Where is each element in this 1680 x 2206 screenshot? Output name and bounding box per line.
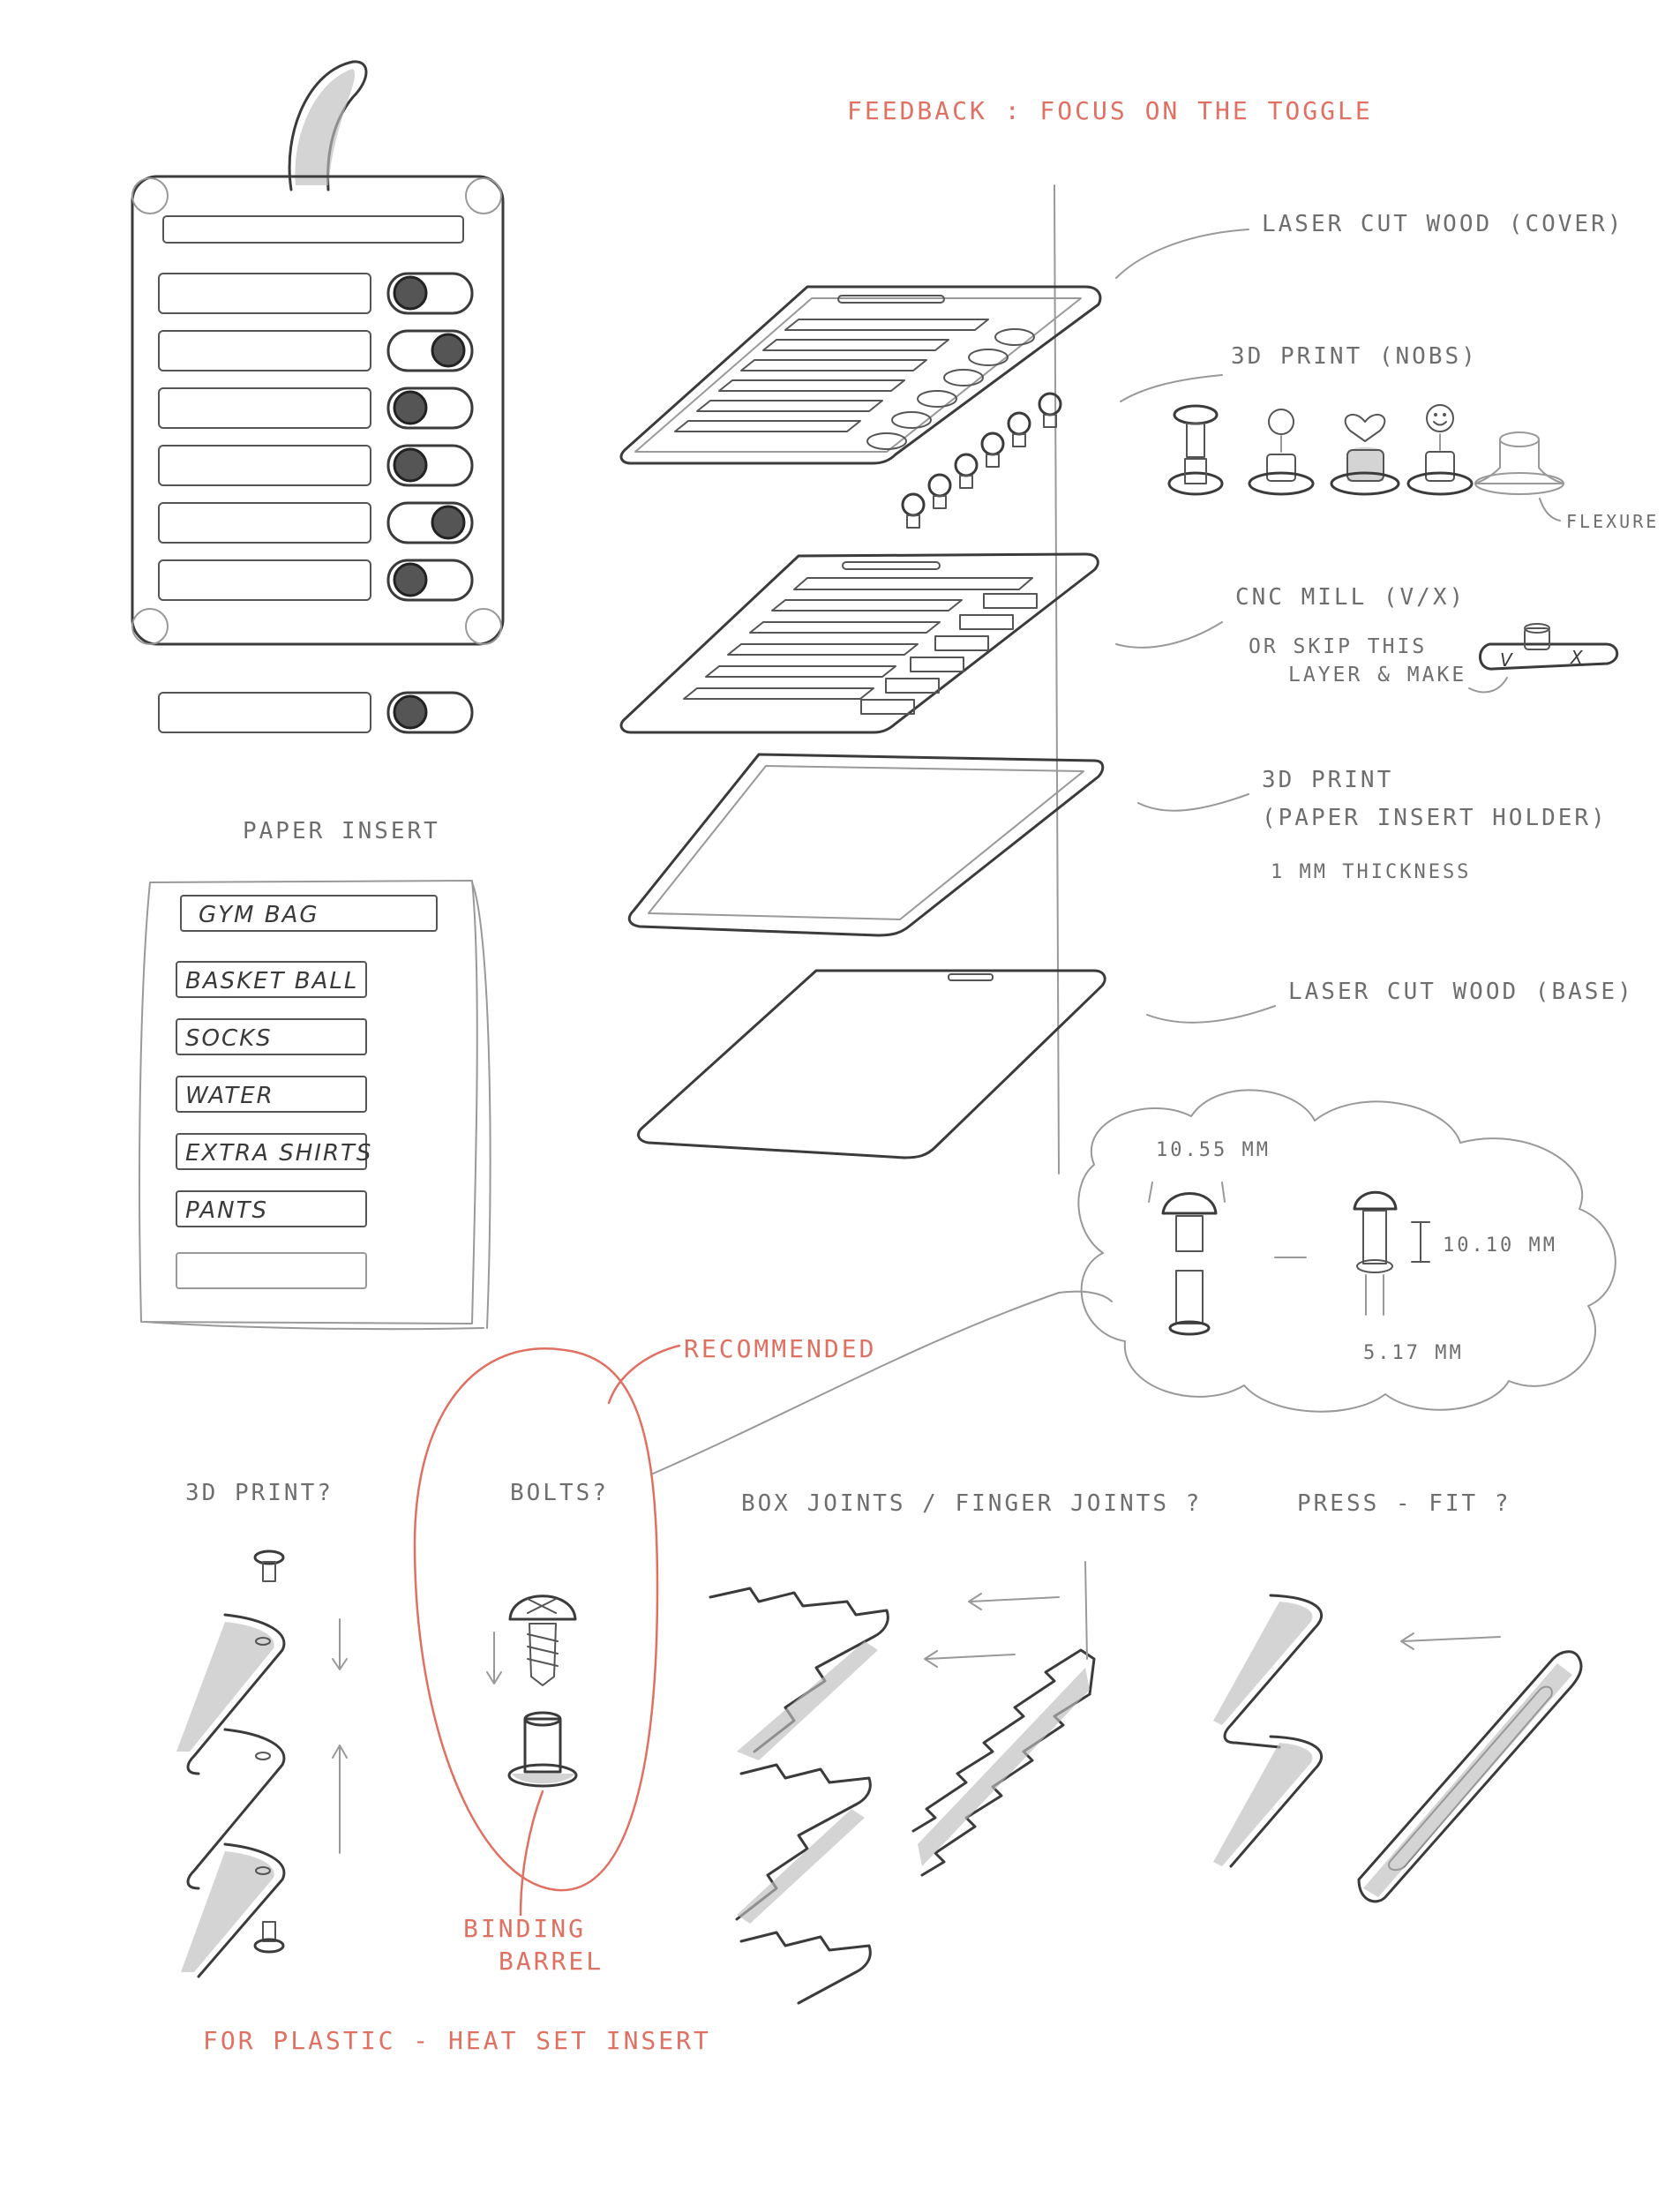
label-cnc-alt-1: OR SKIP THIS bbox=[1249, 635, 1427, 658]
label-cover: LASER CUT WOOD (COVER) bbox=[1262, 211, 1624, 237]
toggle-knob bbox=[393, 562, 428, 597]
label-option-3d: 3D PRINT? bbox=[185, 1480, 334, 1506]
paper-insert-title: PAPER INSERT bbox=[243, 818, 440, 844]
label-option-bolts: BOLTS? bbox=[510, 1480, 609, 1506]
label-flexure: FLEXURE bbox=[1566, 511, 1659, 532]
binding-barrel-leader bbox=[519, 1790, 544, 1917]
headline: FEEDBACK : FOCUS ON THE TOGGLE bbox=[847, 96, 1373, 125]
device-row bbox=[158, 386, 474, 430]
device-title-slot bbox=[162, 215, 464, 244]
option-3d-print-sketch bbox=[176, 1549, 348, 1978]
label-knobs: 3D PRINT (NOBS) bbox=[1231, 343, 1478, 370]
device-row bbox=[158, 272, 474, 315]
dim-height: 10.10 MM bbox=[1443, 1234, 1557, 1257]
option-box-joint-sketch bbox=[709, 1561, 1096, 2005]
toggle-knob bbox=[393, 275, 428, 311]
assembly-axis bbox=[1054, 184, 1060, 1174]
label-base: LASER CUT WOOD (BASE) bbox=[1288, 979, 1634, 1005]
insert-item: PANTS bbox=[185, 1197, 268, 1224]
layer-base bbox=[637, 969, 1106, 1159]
knob-variant-smiley bbox=[1406, 404, 1474, 496]
toggle-knob bbox=[431, 333, 466, 368]
leader-cover bbox=[1115, 229, 1249, 279]
knob-variants: FLEXURE bbox=[1167, 404, 1659, 532]
device-row bbox=[158, 329, 474, 372]
layer-holder bbox=[627, 753, 1105, 937]
leader-knobs bbox=[1120, 374, 1223, 402]
device-front-view bbox=[131, 60, 505, 734]
smiley-icon bbox=[1426, 404, 1454, 432]
paper-insert-sheet: GYM BAG BASKET BALL SOCKS WATER EXTRA SH… bbox=[139, 880, 491, 1331]
knob-variant-heart bbox=[1330, 413, 1400, 496]
label-holder-thickness: 1 MM THICKNESS bbox=[1271, 861, 1471, 883]
option-press-fit-sketch bbox=[1213, 1594, 1583, 1903]
dimension-bubble: 10.55 MM 10.10 MM 5.17 MM bbox=[1058, 1089, 1616, 1413]
device-row bbox=[158, 559, 474, 602]
leader-base bbox=[1146, 1005, 1276, 1024]
dim-bottom: 5.17 MM bbox=[1363, 1342, 1464, 1364]
knob-row bbox=[901, 392, 1062, 529]
label-recommended: RECOMMENDED bbox=[684, 1334, 876, 1363]
label-holder-1: 3D PRINT bbox=[1262, 767, 1393, 793]
recommended-circle bbox=[413, 1347, 659, 1892]
footer-note: FOR PLASTIC - HEAT SET INSERT bbox=[203, 2026, 711, 2055]
bubble-leader bbox=[652, 1292, 1060, 1474]
label-binding-1: BINDING bbox=[463, 1914, 586, 1943]
label-option-press: PRESS - FIT ? bbox=[1297, 1490, 1511, 1517]
label-cnc: CNC MILL (V/X) bbox=[1235, 584, 1466, 611]
knob-variant-standard bbox=[1167, 404, 1224, 496]
insert-item: EXTRA SHIRTS bbox=[185, 1140, 372, 1167]
knob-variant-flexure bbox=[1474, 431, 1564, 495]
toggle-knob bbox=[393, 390, 428, 425]
loose-row bbox=[158, 691, 474, 734]
toggle-knob bbox=[393, 447, 428, 483]
toggle-knob bbox=[431, 505, 466, 540]
device-row bbox=[158, 501, 474, 544]
insert-item: SOCKS bbox=[185, 1025, 273, 1052]
insert-heading: GYM BAG bbox=[199, 902, 319, 928]
insert-item: WATER bbox=[185, 1083, 274, 1109]
leader-holder bbox=[1137, 793, 1249, 812]
label-holder-2: (PAPER INSERT HOLDER) bbox=[1262, 805, 1608, 831]
recommended-leader bbox=[607, 1344, 681, 1405]
label-cnc-alt-2: LAYER & MAKE bbox=[1288, 664, 1466, 687]
knob-variant-circle bbox=[1248, 409, 1315, 496]
device-body bbox=[131, 175, 505, 646]
insert-item: BASKET BALL bbox=[185, 968, 358, 994]
heart-icon bbox=[1344, 413, 1386, 442]
dim-width: 10.55 MM bbox=[1156, 1139, 1271, 1161]
check-mark: V bbox=[1500, 649, 1514, 671]
option-bolts-sketch bbox=[486, 1594, 578, 1917]
leader-cnc bbox=[1115, 621, 1223, 649]
layer-cover bbox=[619, 285, 1102, 465]
label-option-box: BOX JOINTS / FINGER JOINTS ? bbox=[741, 1490, 1202, 1517]
device-row bbox=[158, 444, 474, 487]
cross-mark: X bbox=[1570, 647, 1585, 668]
insert-empty-slot bbox=[176, 1252, 367, 1289]
label-binding-2: BARREL bbox=[499, 1947, 604, 1976]
layer-cnc bbox=[619, 552, 1099, 734]
integrated-toggle-sketch: V X bbox=[1468, 623, 1619, 694]
